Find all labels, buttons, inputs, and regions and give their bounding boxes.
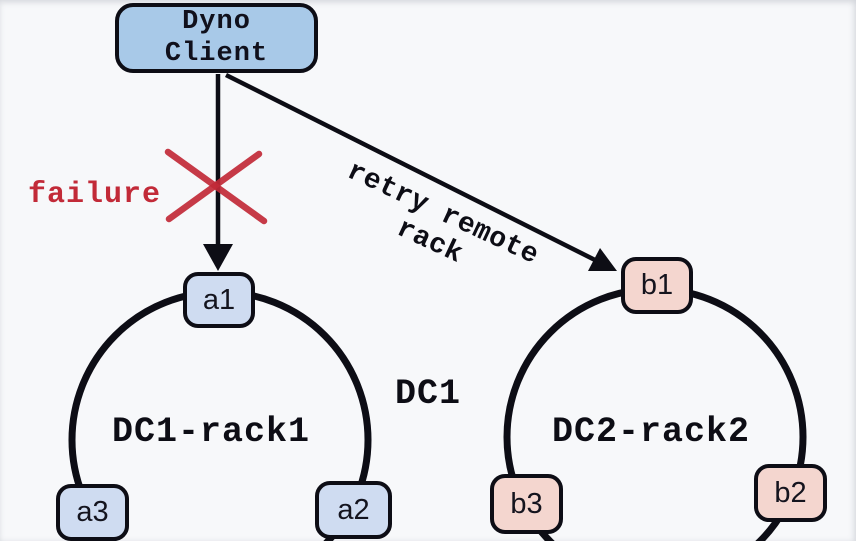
dc1-label: DC1 xyxy=(395,374,462,414)
node-a2: a2 xyxy=(315,481,392,539)
node-a1: a1 xyxy=(183,272,255,328)
node-label: b1 xyxy=(640,269,674,301)
rack2-title: DC2-rack2 xyxy=(552,412,751,452)
arrow-local-request xyxy=(203,74,233,271)
node-label: a3 xyxy=(76,496,109,528)
node-label: a2 xyxy=(337,493,370,526)
dyno-client-box: Dyno Client xyxy=(115,3,318,73)
node-label: b3 xyxy=(510,487,543,520)
node-label: b2 xyxy=(774,476,807,509)
arrowhead-icon xyxy=(203,244,233,271)
node-label: a1 xyxy=(202,283,236,316)
failure-label: failure xyxy=(28,178,162,212)
rack1-title: DC1-rack1 xyxy=(112,412,311,452)
node-b2: b2 xyxy=(754,464,827,522)
node-a3: a3 xyxy=(56,484,129,541)
node-b3: b3 xyxy=(490,474,563,534)
arrow-retry-remote xyxy=(224,72,617,271)
arrowhead-icon xyxy=(588,248,617,271)
node-b1: b1 xyxy=(621,257,693,314)
failure-cross-icon xyxy=(164,148,268,225)
dyno-client-label: Dyno Client xyxy=(164,7,269,69)
